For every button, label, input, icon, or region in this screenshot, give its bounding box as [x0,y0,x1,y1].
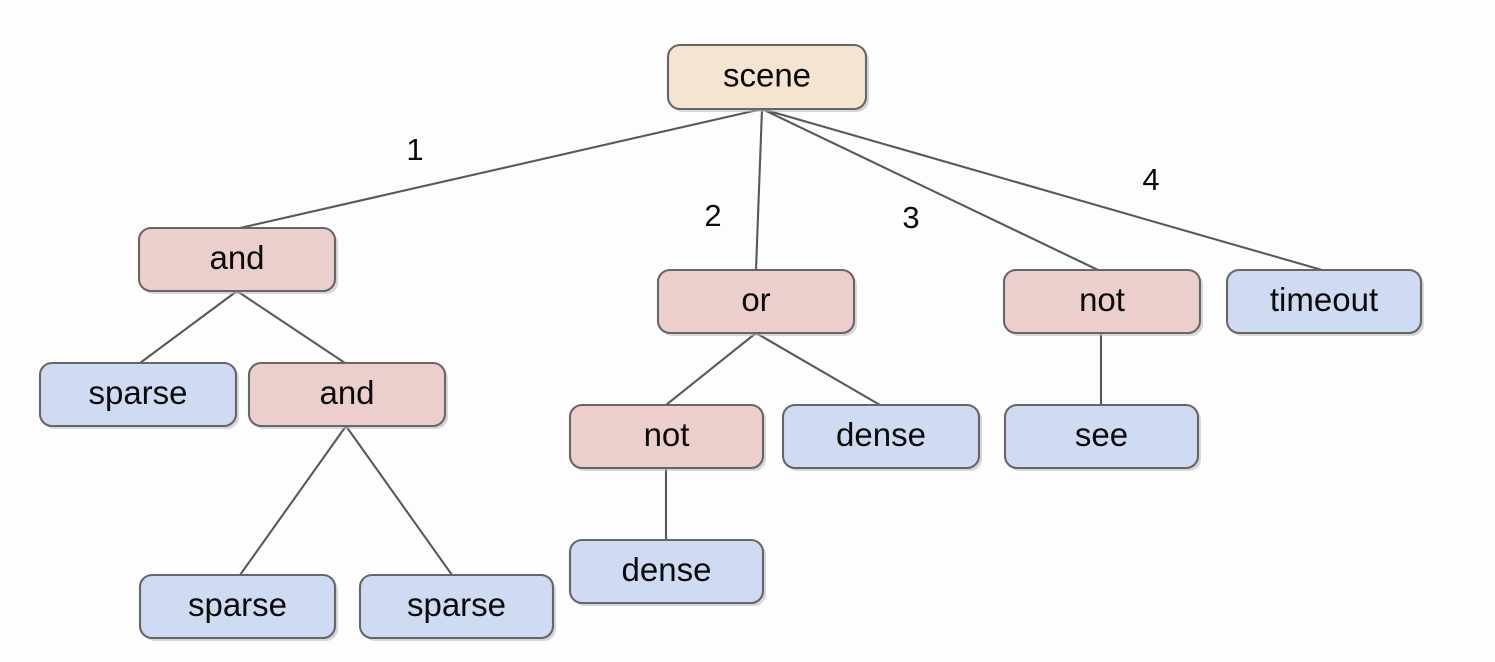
tree-edge [238,107,764,230]
node-box[interactable] [1003,403,1200,470]
tree-edge [760,107,1324,272]
edges-layer [138,107,1324,577]
node-label: sparse [407,586,506,623]
node-label: and [319,374,374,411]
tree-node[interactable]: see [1003,403,1201,471]
tree-edge [235,289,347,365]
edge-label: 1 [406,132,423,167]
node-label: or [741,281,770,318]
node-label: dense [622,551,712,588]
tree-edge [138,289,239,365]
tree-node[interactable]: timeout [1225,268,1424,336]
node-box[interactable] [781,403,981,470]
node-label: dense [836,416,926,453]
node-box[interactable] [358,573,555,640]
node-box[interactable] [1002,268,1202,335]
tree-node[interactable]: and [247,361,448,429]
edge-label: 3 [902,200,919,235]
tree-node[interactable]: dense [781,403,982,471]
node-label: scene [723,57,811,94]
node-label: not [644,416,690,453]
tree-node[interactable]: not [568,403,766,471]
tree-node[interactable]: not [1002,268,1203,336]
node-label: and [209,239,264,276]
tree-node[interactable]: or [656,268,857,336]
tree-edge [238,424,348,577]
edge-label: 2 [704,198,721,233]
edge-labels-layer: 1 2 3 4 [406,132,1159,235]
tree-node[interactable]: dense [568,538,766,606]
tree-node[interactable]: scene [666,43,869,112]
node-box[interactable] [568,538,765,605]
tree-node[interactable]: sparse [138,573,338,641]
tree-node[interactable]: and [137,226,338,294]
node-box[interactable] [137,226,337,293]
tree-node[interactable]: sparse [358,573,556,641]
tree-edge [344,424,454,577]
node-label: sparse [188,586,287,623]
node-label: sparse [88,374,187,411]
node-label: timeout [1270,281,1378,318]
tree-edge [664,331,758,407]
tree-node[interactable]: sparse [38,361,239,429]
node-box[interactable] [38,361,238,428]
edge-label: 4 [1142,162,1159,197]
nodes-layer: scene and or not timeout sparse and not dense see… [38,43,1424,641]
node-box[interactable] [138,573,337,640]
node-label: not [1079,281,1125,318]
tree-edge [754,107,764,272]
node-box[interactable] [656,268,856,335]
node-box[interactable] [568,403,765,470]
node-label: see [1075,416,1128,453]
tree-edge [754,331,882,407]
node-box[interactable] [247,361,447,428]
node-box[interactable] [1225,268,1423,335]
tree-edge [760,107,1100,272]
node-box[interactable] [666,43,868,111]
